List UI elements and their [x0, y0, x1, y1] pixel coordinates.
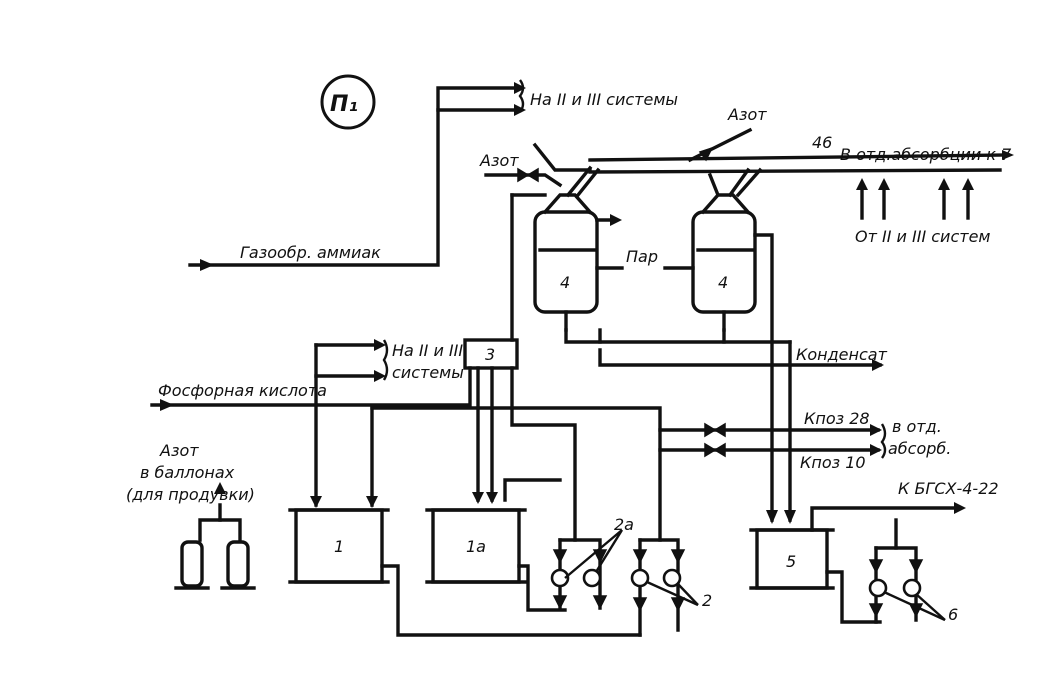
scheme-mark: П₁	[320, 74, 376, 130]
tank-1a: 1а	[425, 508, 567, 612]
pump-6-label: 6	[948, 605, 958, 624]
from-systems-arrows: От II и III систем	[855, 178, 990, 246]
nitrogen-cyl-label-1: Азот	[159, 441, 199, 460]
to-abs-label-1: в отд.	[892, 417, 942, 436]
phosphoric-acid-line: Фосфорная кислота	[150, 366, 472, 411]
to-absorption-7-label: В отд.абсорбции к 7	[840, 145, 1012, 164]
tank-5-number: 5	[786, 552, 796, 571]
tank-5: 5 К БГСХ-4-22	[749, 340, 999, 624]
nitrogen-top-label: Азот	[727, 105, 767, 124]
tank-1: 1	[288, 508, 642, 637]
condensate-label: Конденсат	[796, 345, 888, 364]
kpoz28-label: Кпоз 28	[804, 409, 870, 428]
to-systems-mid: На II и III системы	[314, 339, 464, 502]
kpoz-lines: Кпоз 28 Кпоз 10 в отд. абсорб.	[658, 409, 951, 472]
to-abs-label-2: абсорб.	[888, 439, 951, 458]
steam-line: Пар	[595, 247, 695, 270]
reactor-right: 4	[691, 167, 774, 522]
pump-group-2a: 2а	[550, 515, 634, 610]
scheme-mark-label: П₁	[330, 92, 358, 117]
pump-group-2: 2	[630, 538, 712, 637]
condensate-line: Конденсат	[564, 328, 888, 371]
line-46-label: 46	[812, 133, 832, 152]
steam-label: Пар	[626, 247, 658, 266]
absorption-header: 46 В отд.абсорбции к 7	[588, 133, 1014, 174]
nitrogen-cyl-label-3: (для продувки)	[126, 485, 255, 504]
tank-1-number: 1	[334, 537, 344, 556]
to-systems-mid-label-1: На II и III	[392, 341, 463, 360]
to-systems-top-label: На II и III системы	[530, 90, 678, 109]
ammonia-label: Газообр. аммиак	[240, 243, 381, 262]
reactor-right-number: 4	[718, 273, 728, 292]
reactor-left-number: 4	[560, 273, 570, 292]
nitrogen-cylinders: Азот в баллонах (для продувки)	[126, 441, 256, 590]
pump-2a-label: 2а	[614, 515, 634, 534]
nitrogen-top: Азот Азот	[479, 105, 767, 188]
to-systems-mid-label-2: системы	[392, 363, 464, 382]
kpoz10-label: Кпоз 10	[800, 453, 866, 472]
from-systems-label: От II и III систем	[855, 227, 990, 246]
ammonia-line: На II и III системы Газообр. аммиак	[188, 79, 678, 271]
nitrogen-cyl-label-2: в баллонах	[140, 463, 235, 482]
nitrogen-left-label: Азот	[479, 151, 519, 170]
vessel-3-number: 3	[485, 345, 495, 364]
reactor-left: 4	[533, 165, 622, 332]
vessel-3: 3	[463, 193, 547, 370]
pump-group-6: 6	[868, 518, 958, 624]
tank-feed-lines	[310, 366, 662, 542]
tank-1a-number: 1а	[466, 537, 486, 556]
pump-2-label: 2	[702, 591, 712, 610]
phosphoric-acid-label: Фосфорная кислота	[158, 381, 327, 400]
to-bgsx-label: К БГСХ-4-22	[898, 479, 999, 498]
